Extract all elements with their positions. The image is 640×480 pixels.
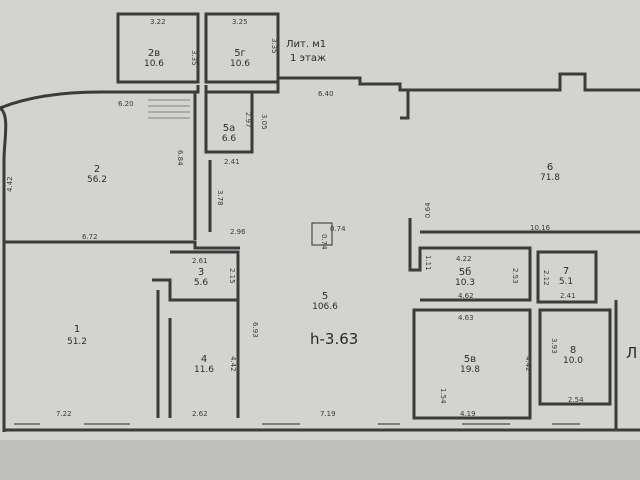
wall-room-3-bottom (152, 278, 238, 302)
room-labels: 2в 10.6 5г 10.6 5а 6.6 2 56.2 6 71.8 3 5… (67, 48, 583, 375)
dimension-label: 7.22 (56, 410, 72, 418)
dimension-label: 6.40 (318, 90, 334, 98)
room-number: 5 (322, 291, 328, 302)
room-number: 5б (459, 267, 472, 278)
dimension-label: 2.15 (228, 268, 236, 284)
dimension-label: 1.54 (439, 388, 447, 404)
room-number: 4 (201, 354, 207, 365)
dimension-label: 2.53 (511, 268, 519, 284)
edge-marker: Л (626, 344, 637, 362)
room-area: 6.6 (222, 134, 237, 144)
wall-left (0, 106, 8, 432)
dimension-label: 3.05 (260, 114, 268, 130)
dimension-label: 2.41 (224, 158, 240, 166)
dimension-label: 0.74 (320, 234, 328, 250)
wall-notch (400, 90, 410, 120)
dimension-label: 2.61 (192, 257, 208, 265)
wall-room-2-bottom (4, 240, 240, 250)
dimension-label: 3.35 (270, 38, 278, 54)
pillar (311, 222, 333, 246)
dimension-label: 4.19 (460, 410, 476, 418)
dimension-label: 2.41 (560, 292, 576, 300)
room-area: 56.2 (87, 175, 107, 185)
wall-room-5v (412, 308, 532, 420)
dimension-labels: 3.22 3.25 3.35 3.35 6.20 6.40 2.97 3.05 … (6, 18, 584, 418)
dimension-label: 4.63 (458, 314, 474, 322)
dimension-label: 6.20 (118, 100, 134, 108)
dimension-label: 0.64 (424, 202, 432, 218)
dimension-label: 1.11 (424, 255, 432, 271)
dimension-label: 6.93 (251, 322, 259, 338)
room-area: 10.3 (455, 278, 475, 288)
room-number: 1 (74, 324, 80, 335)
wall-room-8 (538, 308, 612, 406)
dimension-label: 3.78 (216, 190, 224, 206)
room-number: 6 (547, 162, 553, 173)
wall-room-2v (116, 12, 200, 84)
stair-hatch (148, 99, 190, 119)
room-area: 106.6 (312, 302, 338, 312)
dimension-label: 4.62 (458, 292, 474, 300)
dimension-label: 0.74 (330, 225, 346, 233)
dimension-label: 2.96 (230, 228, 246, 236)
ceiling-height-label: h-3.63 (310, 330, 358, 348)
room-number: 5а (223, 123, 236, 134)
dimension-label: 4.22 (456, 255, 472, 263)
room-area: 10.6 (230, 59, 250, 69)
room-area: 11.6 (194, 365, 214, 375)
room-number: 5в (464, 354, 476, 365)
dimension-label: 3.22 (150, 18, 166, 26)
room-area: 5.6 (194, 278, 209, 288)
dimension-label: 4.42 (229, 356, 237, 372)
dimension-label: 4.42 (524, 356, 532, 372)
room-number: 2 (94, 164, 100, 175)
room-area: 5.1 (559, 277, 573, 287)
room-number: 2в (148, 48, 160, 59)
dimension-label: 10.16 (530, 224, 551, 232)
walls (0, 12, 640, 432)
wall-room-5b (408, 218, 532, 302)
header-floor: 1 этаж (290, 53, 326, 64)
dimension-label: 3.25 (232, 18, 248, 26)
dimension-label: 2.12 (542, 270, 550, 286)
dimension-label: 4.42 (6, 176, 14, 192)
dimension-label: 6.72 (82, 233, 98, 241)
room-number: 8 (570, 345, 576, 356)
room-area: 51.2 (67, 337, 87, 347)
dimension-label: 6.84 (176, 150, 184, 166)
wall-room-3-right (170, 250, 240, 418)
dimension-label: 7.19 (320, 410, 336, 418)
dimension-label: 2.97 (244, 112, 252, 128)
dimension-label: 2.62 (192, 410, 208, 418)
room-area: 10.0 (563, 356, 583, 366)
wall-top (0, 72, 640, 110)
paper-edge (0, 440, 640, 480)
room-number: 5г (234, 48, 246, 59)
room-area: 71.8 (540, 173, 560, 183)
wall-room-5a (204, 92, 254, 154)
header-title: Лит. м1 (286, 39, 326, 50)
room-number: 3 (198, 267, 204, 278)
room-number: 7 (563, 266, 569, 277)
wall-room-7 (536, 250, 598, 304)
dimension-label: 2.54 (568, 396, 584, 404)
room-area: 10.6 (144, 59, 164, 69)
room-area: 19.8 (460, 365, 480, 375)
dimension-label: 3.35 (190, 50, 198, 66)
dimension-label: 3.93 (550, 338, 558, 354)
